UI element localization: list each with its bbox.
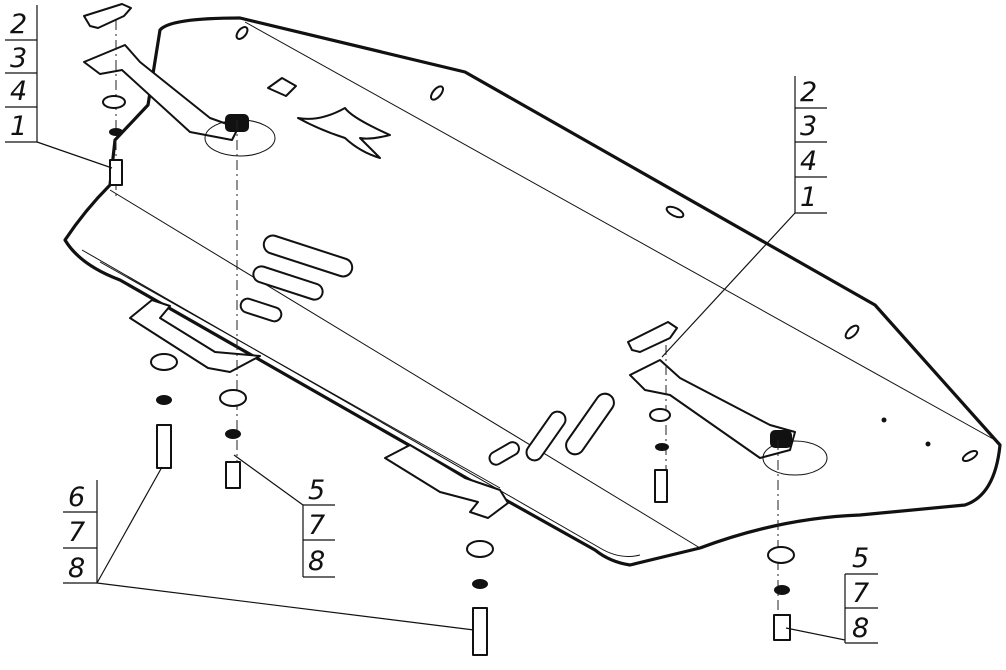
washer-icon — [219, 389, 247, 407]
washer-icon — [150, 353, 178, 371]
bolt-icon — [225, 461, 241, 489]
washer-icon — [649, 408, 671, 422]
callout-number: 6 — [68, 482, 85, 513]
callout-top-left: 2 3 4 1 — [5, 5, 38, 143]
clip-nut-top-right — [627, 321, 678, 353]
callout-number: 7 — [308, 510, 325, 541]
callout-number: 7 — [852, 578, 869, 609]
callout-number: 3 — [800, 111, 817, 142]
callout-number: 3 — [10, 43, 27, 74]
washer-icon — [466, 540, 494, 558]
spring-washer-icon — [472, 579, 488, 589]
washer-icon — [102, 95, 126, 109]
callout-number: 2 — [800, 77, 817, 108]
bolt-icon — [109, 159, 123, 186]
callout-number: 5 — [852, 543, 869, 574]
spring-washer-icon — [156, 395, 172, 405]
bolt-icon — [472, 607, 488, 656]
bolt-icon — [773, 614, 791, 641]
spring-washer-icon — [225, 429, 241, 439]
clip-nut-top-left — [83, 3, 132, 29]
spring-washer-icon — [774, 585, 790, 595]
callout-bottom-right: 5 7 8 — [844, 543, 878, 644]
callout-top-right: 2 3 4 1 — [794, 76, 827, 214]
callout-number: 2 — [10, 9, 27, 40]
callout-number: 8 — [852, 613, 869, 644]
washer-icon — [767, 546, 795, 564]
callout-number: 4 — [10, 76, 27, 107]
callout-number: 5 — [308, 475, 325, 506]
skid-plate — [63, 16, 1002, 567]
callout-bottom-left: 6 7 8 — [63, 480, 98, 584]
callout-number: 8 — [68, 553, 85, 584]
callout-center: 5 7 8 — [302, 475, 335, 578]
callout-number: 1 — [10, 111, 27, 142]
callout-number: 4 — [800, 146, 817, 177]
callout-number: 8 — [308, 546, 325, 577]
bolt-icon — [156, 424, 172, 469]
spring-washer-icon — [655, 443, 669, 451]
bolt-icon — [654, 469, 668, 503]
callout-number: 7 — [68, 517, 85, 548]
callout-number: 1 — [800, 182, 817, 213]
spring-washer-icon — [109, 128, 123, 136]
